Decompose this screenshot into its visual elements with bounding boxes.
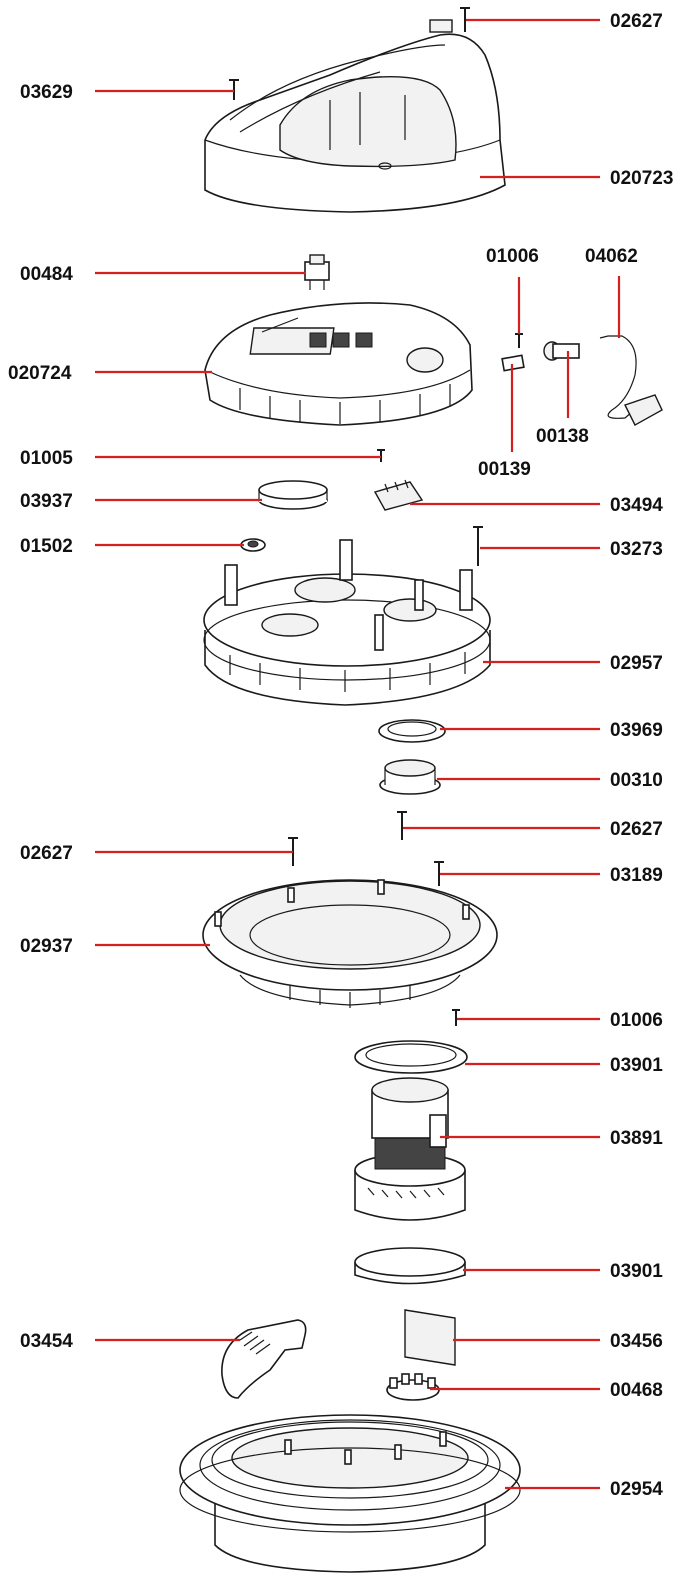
part-03901-upper-ring [354, 1040, 468, 1074]
label-03901-upper: 03901 [610, 1055, 663, 1076]
label-00139: 00139 [478, 459, 531, 480]
label-02627-left: 02627 [20, 843, 73, 864]
screw-03273 [473, 526, 483, 566]
part-02937-motor-housing [202, 879, 498, 1008]
label-02954: 02954 [610, 1479, 663, 1500]
screw-03189 [434, 861, 444, 886]
part-03454-handle-grip [221, 1319, 307, 1399]
label-02627-top: 02627 [610, 11, 663, 32]
label-03189: 03189 [610, 865, 663, 886]
label-01006-upper: 01006 [486, 246, 539, 267]
part-03456-filter-pad [404, 1309, 456, 1366]
leader-lines [95, 18, 621, 1490]
label-00484: 00484 [20, 264, 73, 285]
label-020724: 020724 [8, 363, 72, 384]
label-03901-lower: 03901 [610, 1261, 663, 1282]
part-01502-grommet [240, 538, 266, 552]
label-03969: 03969 [610, 720, 663, 741]
screw-02627-top [460, 7, 470, 32]
part-03969-seal-ring [378, 719, 446, 743]
screw-01006-upper [515, 333, 523, 348]
part-03494-terminal-block [373, 479, 424, 511]
label-03454: 03454 [20, 1331, 73, 1352]
label-00468: 00468 [610, 1380, 663, 1401]
part-03901-lower-ring [354, 1247, 466, 1285]
part-03891-motor [354, 1077, 466, 1221]
label-01005: 01005 [20, 448, 73, 469]
label-020723: 020723 [610, 168, 673, 189]
label-01502: 01502 [20, 536, 73, 557]
label-03937: 03937 [20, 491, 73, 512]
part-00138-fuse-holder [543, 341, 580, 361]
label-02957: 02957 [610, 653, 663, 674]
label-03494: 03494 [610, 495, 663, 516]
part-00484-switch [304, 254, 330, 290]
label-03629: 03629 [20, 82, 73, 103]
label-01006-lower: 01006 [610, 1010, 663, 1031]
part-00139-clip [501, 354, 525, 372]
label-02627-middle: 02627 [610, 819, 663, 840]
part-00310-bushing [379, 759, 441, 795]
screw-02627-middle [397, 811, 407, 840]
label-00138: 00138 [536, 426, 589, 447]
label-03891: 03891 [610, 1128, 663, 1149]
label-03273: 03273 [610, 539, 663, 560]
part-04062-power-cord [599, 335, 663, 426]
label-03456: 03456 [610, 1331, 663, 1352]
label-02937: 02937 [20, 936, 73, 957]
part-020723-top-cover [204, 19, 506, 213]
part-labels: 02627 03629 020723 00484 01006 04062 020… [8, 11, 673, 1500]
part-020724-control-cover [204, 302, 473, 426]
part-02954-base [179, 1414, 521, 1573]
part-03937-round-pad [258, 480, 328, 510]
screw-01006-lower [452, 1009, 460, 1026]
part-02957-electronics-base [203, 539, 491, 706]
part-00468-gear [386, 1373, 440, 1401]
label-00310: 00310 [610, 770, 663, 791]
label-04062: 04062 [585, 246, 638, 267]
